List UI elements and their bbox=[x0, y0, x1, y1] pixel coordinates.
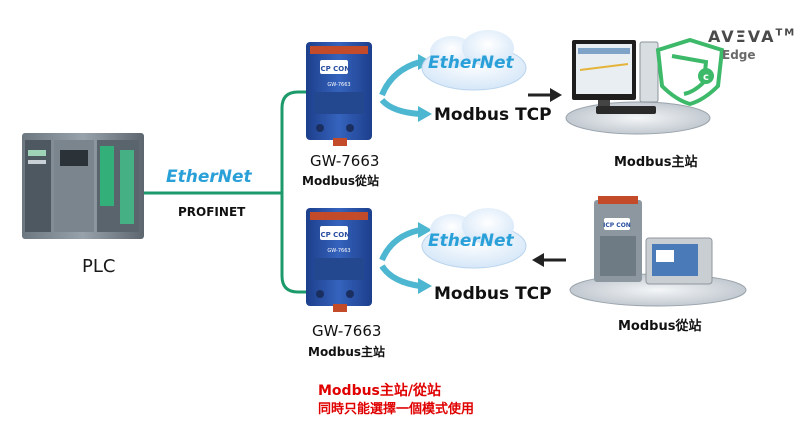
slave-devices-label: Modbus從站 bbox=[618, 319, 702, 334]
plc-device bbox=[22, 133, 144, 239]
gateway-bottom-device-text: GW-7663 bbox=[327, 248, 350, 254]
gateway-bottom-model: GW-7663 bbox=[312, 322, 382, 340]
cloud-top bbox=[421, 30, 527, 91]
plc-label: PLC bbox=[82, 256, 116, 277]
arrow-from-slave bbox=[532, 253, 566, 267]
master-pc bbox=[565, 40, 711, 135]
gateway-bottom-device: ICP CON GW-7663 bbox=[306, 208, 372, 312]
gateway-top-brand: ICP CON bbox=[318, 65, 350, 73]
aveva-name-text: AVΞVA bbox=[708, 27, 776, 46]
gateway-top-role: Modbus從站 bbox=[302, 174, 380, 188]
aveva-edge-logo-icon: c bbox=[655, 37, 725, 107]
cloud-top-label: EtherNet bbox=[428, 53, 514, 73]
aveva-name: AVΞVATM bbox=[708, 27, 796, 46]
network-lines bbox=[144, 90, 306, 294]
gateway-bottom-brand: ICP CON bbox=[318, 231, 350, 239]
note-line-1: Modbus主站/從站 bbox=[318, 383, 442, 399]
cloud-bottom-label: EtherNet bbox=[428, 231, 514, 251]
gateway-top-device-text: GW-7663 bbox=[327, 82, 350, 88]
slave-devices: ICP CON bbox=[569, 196, 747, 307]
cloud-bottom bbox=[421, 208, 527, 269]
tcp-top-label: Modbus TCP bbox=[434, 105, 552, 125]
aveva-edge-label: Edge bbox=[722, 48, 756, 62]
gateway-top-device: ICP CON GW-7663 bbox=[306, 42, 372, 146]
profinet-label: PROFINET bbox=[178, 205, 246, 219]
arrow-to-master bbox=[528, 88, 562, 102]
link-ethernet-label: EtherNet bbox=[166, 167, 252, 187]
gateway-top-model: GW-7663 bbox=[310, 152, 380, 170]
master-pc-label: Modbus主站 bbox=[614, 155, 698, 170]
svg-text:c: c bbox=[703, 72, 709, 83]
slave-brand: ICP CON bbox=[603, 222, 631, 229]
gateway-bottom-role: Modbus主站 bbox=[308, 345, 386, 359]
note-line-2: 同時只能選擇一個模式使用 bbox=[318, 402, 475, 417]
tcp-bottom-label: Modbus TCP bbox=[434, 284, 552, 304]
aveva-tm: TM bbox=[775, 27, 797, 39]
arrows-bottom bbox=[379, 222, 432, 294]
